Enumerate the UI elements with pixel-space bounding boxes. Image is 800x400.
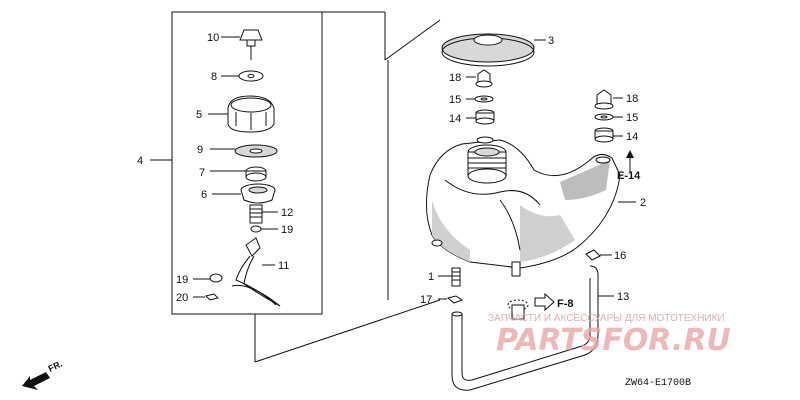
- part-3-pad: [441, 33, 535, 67]
- part-19-cap: [209, 273, 223, 283]
- callout-2: 2: [640, 197, 646, 209]
- callout-20: 20: [176, 292, 188, 304]
- part-20-clip: [205, 293, 219, 301]
- ref-arrow-e14-head: [626, 150, 634, 158]
- callout-3: 3: [548, 35, 554, 47]
- front-arrow-icon: [22, 372, 50, 390]
- callout-12: 12: [281, 207, 293, 219]
- part-14-grommet: [475, 109, 495, 125]
- part-13-fuel-hose: [451, 265, 599, 391]
- callout-1: 1: [428, 271, 434, 283]
- callout-14: 14: [626, 131, 638, 143]
- part-9-gasket: [234, 144, 278, 158]
- callout-16: 16: [614, 250, 626, 262]
- ref-arrow-f8: [534, 292, 555, 312]
- watermark-logo-text: PARTSFOR.RU: [496, 323, 731, 358]
- frame-link-line: [384, 19, 441, 61]
- part-10-knob: [239, 29, 263, 60]
- watermark-tagline: ЗАПЧАСТИ И АКСЕССУАРЫ ДЛЯ МОТОТЕХНИКИ: [488, 313, 725, 324]
- part-19-o-ring: [250, 225, 262, 233]
- callout-13: 13: [617, 291, 629, 303]
- part-2-fuel-tank: [426, 136, 621, 277]
- callout-19: 19: [281, 224, 293, 236]
- front-label: FR.: [47, 359, 64, 374]
- ref-f8-label: F-8: [557, 298, 574, 310]
- callout-19: 19: [176, 274, 188, 286]
- part-1-stud: [451, 267, 461, 287]
- callout-6: 6: [201, 189, 207, 201]
- part-11-breather-tube: [231, 237, 281, 307]
- callout-15: 15: [626, 112, 638, 124]
- front-direction-indicator: FR.: [22, 359, 64, 390]
- part-15-washer: [474, 95, 494, 103]
- ref-e14-label: E-14: [617, 170, 641, 182]
- frame-link-line: [254, 299, 441, 363]
- part-5-fuel-cap: [227, 95, 275, 133]
- callout-15: 15: [449, 94, 461, 106]
- part-18-nut: [475, 69, 493, 88]
- cap-assembly-frame: [171, 11, 323, 315]
- callout-18: 18: [626, 93, 638, 105]
- fuel-filter-joint: [507, 299, 529, 320]
- callout-11: 11: [278, 260, 289, 272]
- part-12-spring: [249, 204, 263, 224]
- callout-4: 4: [137, 155, 143, 167]
- part-14-grommet: [594, 127, 614, 143]
- part-7-ring: [245, 166, 267, 182]
- part-17-clip: [446, 295, 464, 304]
- callout-17: 17: [420, 294, 432, 306]
- callout-5: 5: [196, 109, 202, 121]
- callout-10: 10: [207, 32, 219, 44]
- callout-18: 18: [449, 72, 461, 84]
- callout-9: 9: [197, 144, 203, 156]
- callout-7: 7: [199, 167, 205, 179]
- part-6-seal: [240, 183, 276, 204]
- callout-8: 8: [211, 71, 217, 83]
- part-15-washer: [594, 113, 614, 121]
- part-18-nut: [594, 89, 614, 110]
- part-8-washer: [238, 70, 264, 82]
- callout-14: 14: [449, 113, 461, 125]
- part-16-clip: [585, 249, 601, 261]
- diagram-code: ZW64-E1700B: [625, 378, 691, 389]
